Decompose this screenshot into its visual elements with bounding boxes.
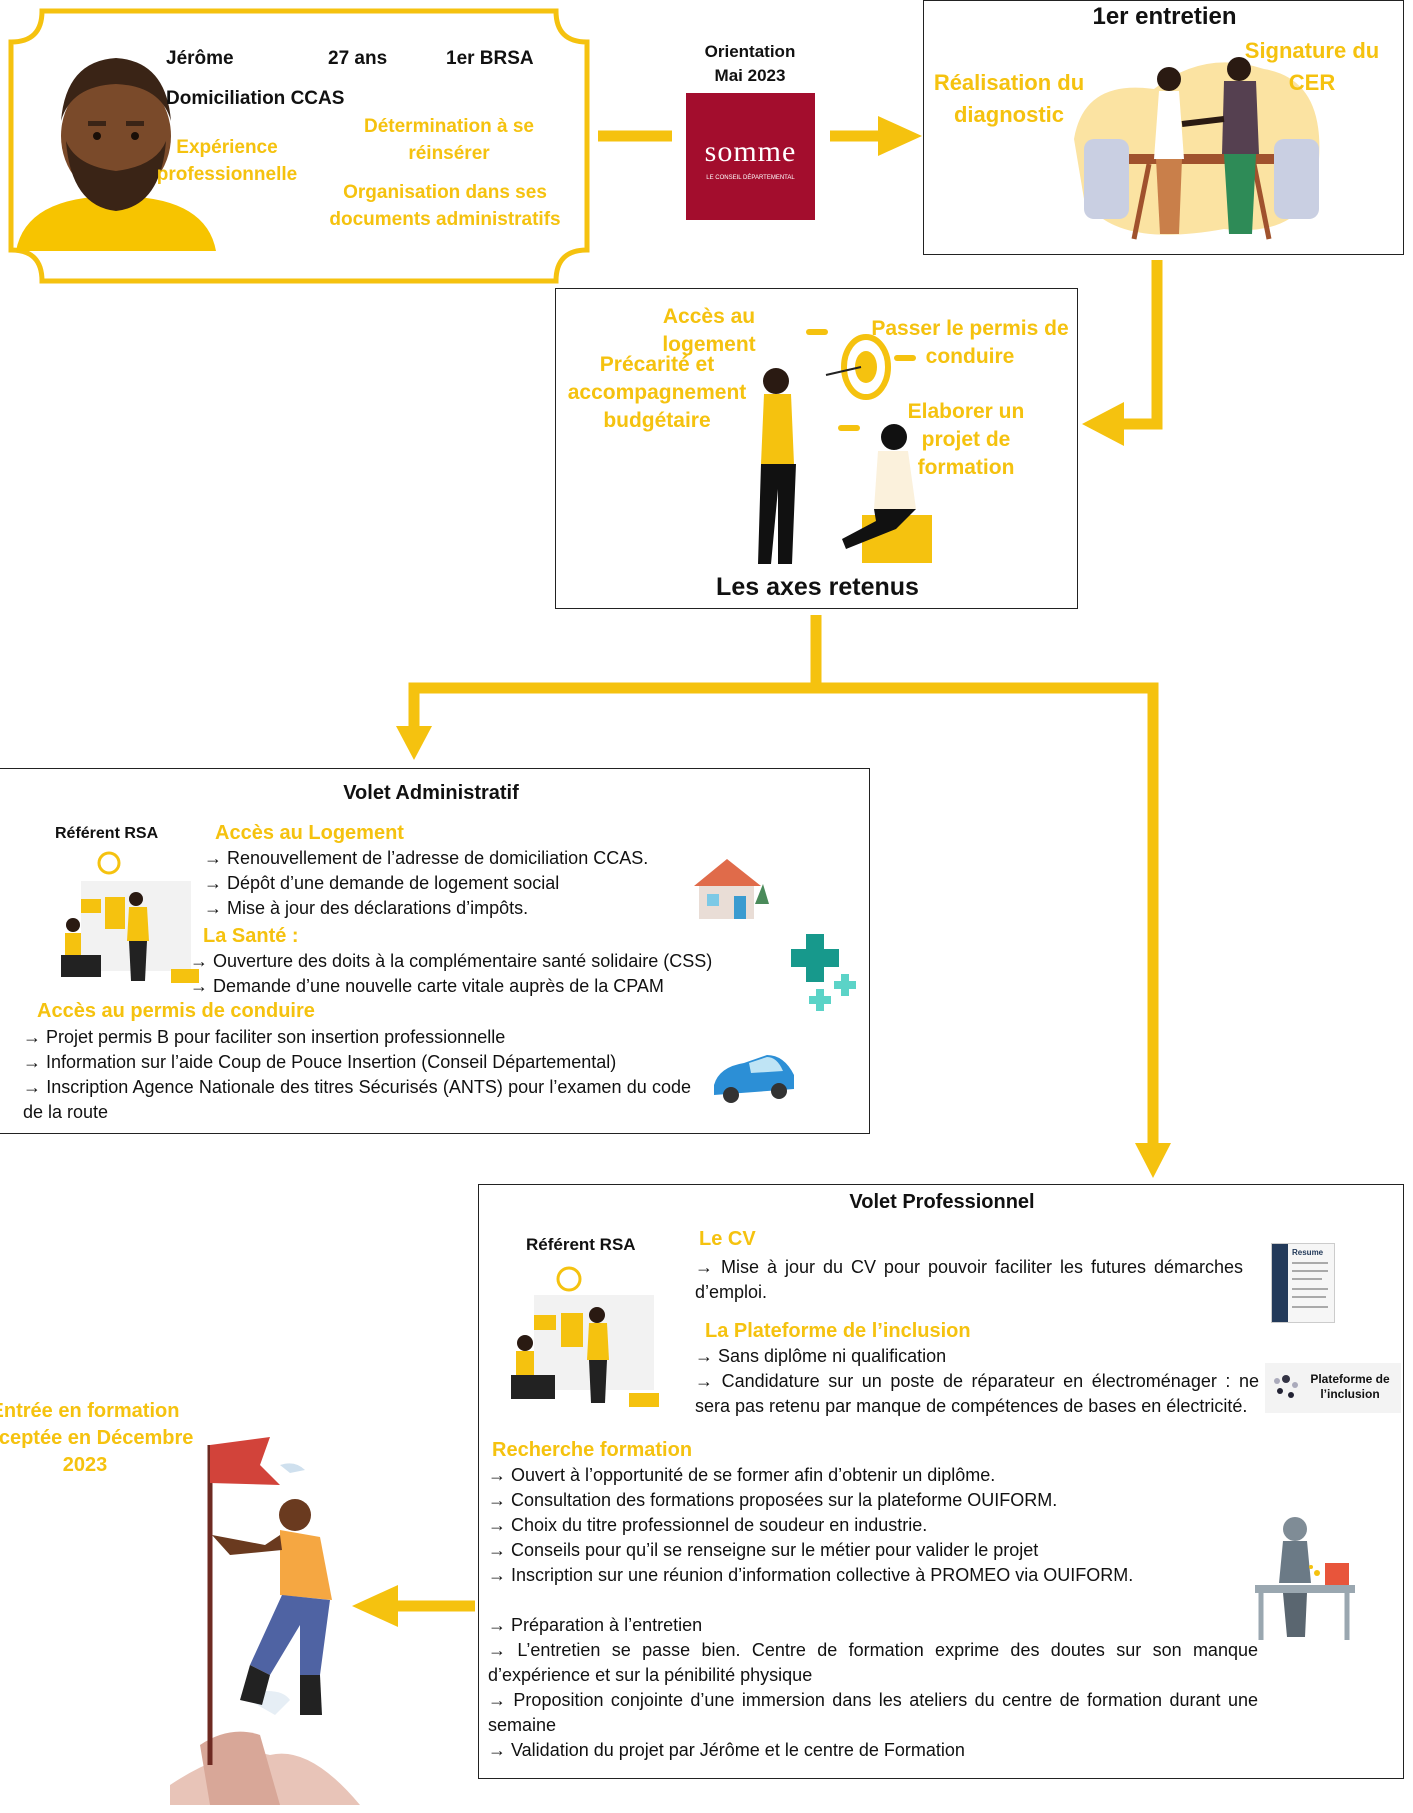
house-icon xyxy=(694,859,769,919)
referent-illustration xyxy=(61,851,199,983)
pro-section-formation-heading: Recherche formation xyxy=(492,1439,693,1461)
somme-logo: somme LE CONSEIL DÉPARTEMENTAL xyxy=(686,93,815,220)
target-illustration xyxy=(758,329,932,564)
pro-title: Volet Professionnel xyxy=(849,1191,1035,1213)
admin-section-sante-heading: La Santé : xyxy=(203,925,299,947)
first-interview-title: 1er entretien xyxy=(1092,3,1237,30)
admin-referent: Référent RSA xyxy=(55,825,159,842)
pro-box: Volet Professionnel Référent RSA Le CV →… xyxy=(478,1184,1404,1779)
pro-formation-line-4: → Conseils pour qu’il se renseigne sur l… xyxy=(488,1540,1039,1560)
admin-section-permis-heading: Accès au permis de conduire xyxy=(37,1000,315,1022)
welder-icon xyxy=(1255,1517,1355,1640)
climber-flag-illustration xyxy=(170,1437,360,1805)
plateforme-inclusion-logo: Plateforme de l’inclusion xyxy=(1265,1363,1401,1413)
trait-experience: Expérience professionnelle xyxy=(156,137,298,185)
admin-logement-line-1: → Renouvellement de l’adresse de domicil… xyxy=(204,848,649,868)
admin-permis-line-3: → Inscription Agence Nationale des titre… xyxy=(23,1077,691,1122)
pro-referent: Référent RSA xyxy=(526,1235,636,1254)
axe-logement: Accès au logement xyxy=(662,305,756,356)
profile-age: 27 ans xyxy=(328,48,388,69)
car-icon xyxy=(714,1055,794,1103)
arrow-to-entretien xyxy=(878,116,922,156)
outcome-text: Entrée en formation acceptée en Décembre… xyxy=(0,1400,194,1476)
trait-determination: Détermination à se réinsérer xyxy=(364,116,534,164)
admin-box: Volet Administratif Référent RSA Accès a… xyxy=(0,768,870,1134)
axes-title: Les axes retenus xyxy=(716,573,919,601)
admin-section-logement-heading: Accès au Logement xyxy=(215,822,404,844)
health-cross-icon xyxy=(791,934,856,1011)
pro-formation-line-3: → Choix du titre professionnel de soudeu… xyxy=(488,1515,928,1535)
pro-formation-line-6: → Préparation à l’entretien xyxy=(488,1615,703,1635)
orientation-date: Mai 2023 xyxy=(714,66,786,85)
admin-permis-line-1: → Projet permis B pour faciliter son ins… xyxy=(23,1027,506,1047)
plateforme-inclusion-logo-text: Plateforme de l’inclusion xyxy=(1310,1372,1390,1401)
pro-cv-line-1: → Mise à jour du CV pour pouvoir facilit… xyxy=(695,1257,1243,1302)
profile-brsa: 1er BRSA xyxy=(446,48,534,69)
resume-icon: Resume xyxy=(1271,1243,1335,1323)
first-interview-left: Réalisation du diagnostic xyxy=(933,70,1085,127)
pro-plateforme-line-1: → Sans diplôme ni qualification xyxy=(695,1346,947,1366)
trait-organisation: Organisation dans ses documents administ… xyxy=(329,182,561,230)
profile-domiciliation: Domiciliation CCAS xyxy=(166,88,345,109)
pro-formation-line-7: → L’entretien se passe bien. Centre de f… xyxy=(488,1640,1258,1685)
arrow-to-outcome xyxy=(352,1585,398,1627)
axe-precarite: Précarité et accompagnement budgétaire xyxy=(567,353,747,432)
arrow-to-axes xyxy=(1082,402,1124,446)
pro-formation-line-8: → Proposition conjointe d’une immersion … xyxy=(488,1690,1258,1735)
first-interview-box: 1er entretien Réalisation du diagnostic … xyxy=(923,0,1404,255)
pro-formation-line-1: → Ouvert à l’opportunité de se former af… xyxy=(488,1465,996,1485)
resume-label: Resume xyxy=(1292,1248,1324,1257)
admin-logement-line-2: → Dépôt d’une demande de logement social xyxy=(204,873,560,893)
admin-logement-line-3: → Mise à jour des déclarations d’impôts. xyxy=(204,898,529,918)
axes-box: Accès au logement Passer le permis de co… xyxy=(555,288,1078,609)
somme-logo-sub: LE CONSEIL DÉPARTEMENTAL xyxy=(706,175,795,181)
axe-formation: Elaborer un projet de formation xyxy=(907,400,1025,479)
arrow-to-admin xyxy=(396,726,432,760)
arrow-to-pro xyxy=(1135,1143,1171,1178)
admin-sante-line-2: → Demande d’une nouvelle carte vitale au… xyxy=(190,976,664,996)
admin-title: Volet Administratif xyxy=(343,782,519,804)
pro-formation-line-2: → Consultation des formations proposées … xyxy=(488,1490,1058,1510)
profile-card: Jérôme 27 ans 1er BRSA Domiciliation CCA… xyxy=(6,6,592,286)
avatar xyxy=(16,46,216,251)
axe-permis: Passer le permis de conduire xyxy=(871,317,1069,368)
orientation-label: Orientation xyxy=(704,42,796,61)
somme-logo-main: somme xyxy=(704,135,797,168)
pro-plateforme-line-2: → Candidature sur un poste de réparateur… xyxy=(695,1371,1259,1416)
pro-formation-line-5: → Inscription sur une réunion d’informat… xyxy=(488,1565,1134,1585)
first-interview-right: Signature du CER xyxy=(1244,38,1380,95)
pro-section-cv-heading: Le CV xyxy=(699,1228,756,1250)
pro-referent-illustration xyxy=(511,1266,659,1407)
admin-permis-line-2: → Information sur l’aide Coup de Pouce I… xyxy=(23,1052,617,1072)
handshake-illustration xyxy=(1074,57,1320,240)
admin-sante-line-1: → Ouverture des doits à la complémentair… xyxy=(190,951,713,971)
profile-name: Jérôme xyxy=(166,48,234,69)
pro-formation-line-9: → Validation du projet par Jérôme et le … xyxy=(488,1740,965,1760)
pro-section-plateforme-heading: La Plateforme de l’inclusion xyxy=(705,1320,971,1342)
